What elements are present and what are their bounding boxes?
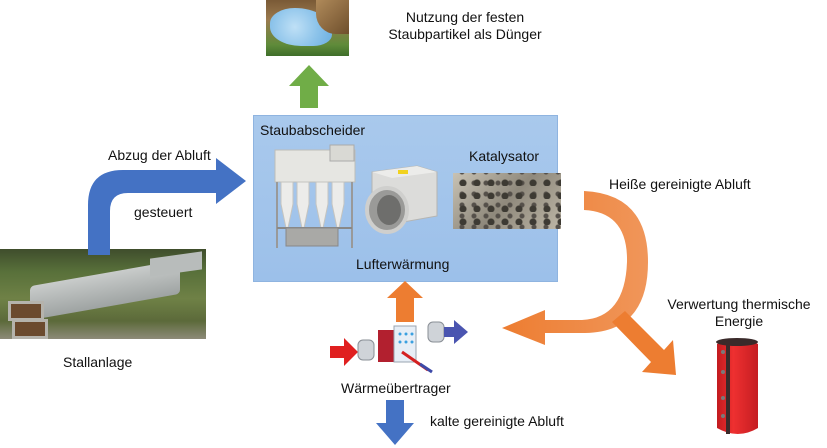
thermal-storage-label-line2: Energie bbox=[714, 313, 764, 329]
dust-separator-label: Staubabscheider bbox=[260, 122, 366, 138]
barn-aerial-photo bbox=[0, 249, 206, 339]
fertilizer-label-line2: Staubpartikel als Dünger bbox=[388, 26, 542, 42]
catalyst-label: Katalysator bbox=[469, 148, 540, 164]
fertilizer-label-line1: Nutzung der festen bbox=[405, 9, 525, 25]
metal-foam-catalyst-photo bbox=[453, 173, 561, 229]
thermal-storage-label-line1: Verwertung thermische bbox=[667, 296, 811, 312]
fertilizer-label: Nutzung der festen Staubpartikel als Dün… bbox=[380, 9, 550, 43]
thermal-storage-label: Verwertung thermische Energie bbox=[654, 296, 824, 330]
barn-label: Stallanlage bbox=[63, 354, 133, 370]
hot-clean-label: Heiße gereinigte Abluft bbox=[609, 176, 751, 192]
exhaust-label: Abzug der Abluft bbox=[108, 147, 211, 163]
cold-clean-label: kalte gereinigte Abluft bbox=[430, 413, 564, 429]
heat-exchanger-label: Wärmeübertrager bbox=[341, 380, 451, 396]
air-heater-label: Lufterwärmung bbox=[356, 256, 450, 272]
exhaust-sublabel: gesteuert bbox=[134, 204, 193, 220]
fertilizer-sack-photo bbox=[266, 0, 349, 56]
